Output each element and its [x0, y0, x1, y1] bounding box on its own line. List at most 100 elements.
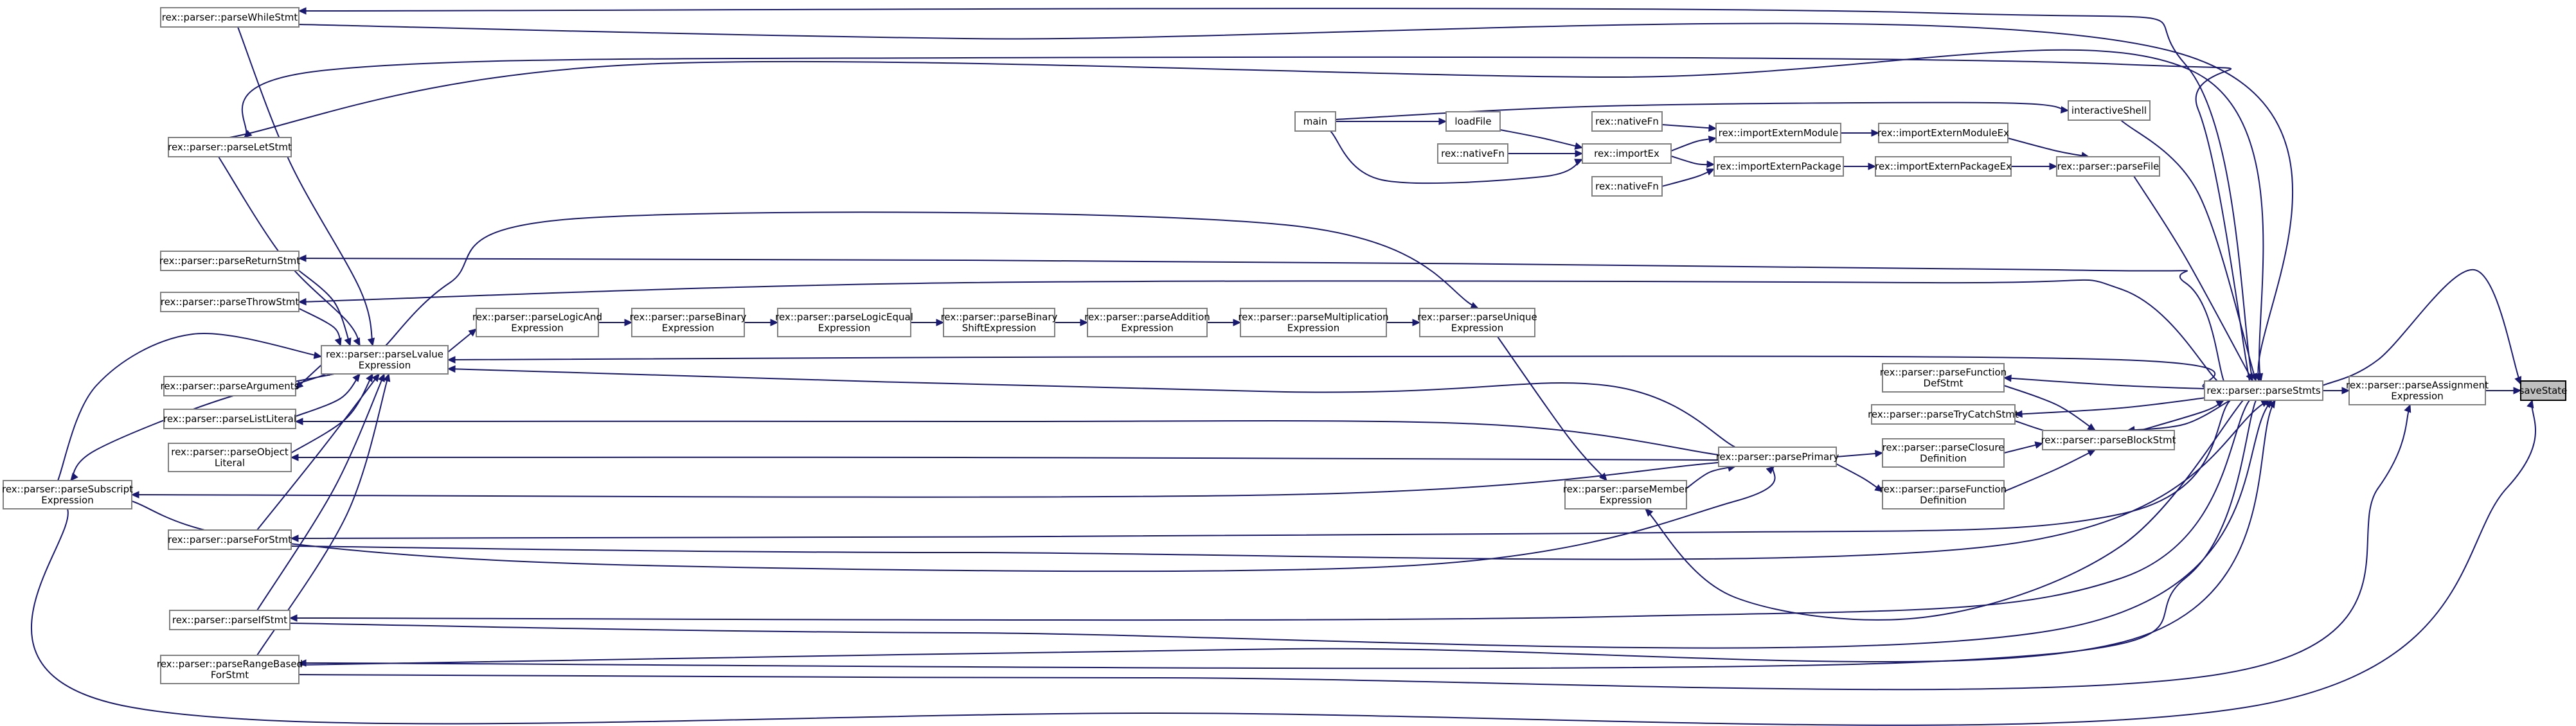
node-importExternPackageEx[interactable]: rex::importExternPackageEx [1875, 156, 2012, 177]
node-label: rex::parser::parseListLiteral [163, 413, 296, 425]
edge-parsePrimary-to-parseListLiteral [294, 418, 1719, 456]
node-parseReturnStmt[interactable]: rex::parser::parseReturnStmt [159, 251, 300, 271]
node-nativeFn3[interactable]: rex::nativeFn [1591, 176, 1663, 197]
node-label: rex::nativeFn [1595, 181, 1659, 192]
node-box [1713, 156, 1844, 177]
node-parseArguments[interactable]: rex::parser::parseArguments [161, 376, 300, 396]
node-parseThrowStmt[interactable]: rex::parser::parseThrowStmt [160, 292, 300, 312]
node-parseIfStmt[interactable]: rex::parser::parseIfStmt [169, 610, 291, 630]
edge-line [447, 355, 2216, 388]
arrowhead-icon [1766, 466, 1775, 474]
arrowhead-icon [289, 614, 298, 622]
edge-line [298, 258, 2224, 382]
edge-line [2322, 269, 2521, 386]
edge-parseForStmt-to-parseLvalueExpression [256, 373, 380, 531]
edge-importExternPackageEx-to-parseFile [2011, 163, 2058, 170]
node-main[interactable]: main [1294, 111, 1336, 132]
node-parseFile[interactable]: rex::parser::parseFile [2056, 156, 2160, 177]
node-parseTryCatchStmt[interactable]: rex::parser::parseTryCatchStmt [1868, 404, 2019, 425]
edge-loadFile-to-importEx [1499, 129, 1584, 150]
node-label: rex::parser::parseSubscript [2, 484, 133, 495]
arrowhead-icon [130, 491, 139, 499]
node-label: ForStmt [211, 669, 249, 681]
edge-parseLetStmt-to-parseStmts [229, 49, 2264, 382]
edge-line [229, 49, 2264, 382]
edge-parseStmts-to-parseFunctionDefStmt [2003, 374, 2224, 390]
node-loadFile[interactable]: loadFile [1445, 111, 1501, 132]
node-importExternModule[interactable]: rex::importExternModule [1715, 123, 1841, 143]
edge-line [2014, 396, 2212, 415]
arrowhead-icon [2049, 163, 2058, 170]
edge-line [295, 420, 1719, 456]
node-interactiveShell[interactable]: interactiveShell [2068, 100, 2151, 121]
node-label: rex::nativeFn [1595, 116, 1659, 127]
node-label: Expression [359, 360, 411, 371]
node-label: Expression [41, 495, 93, 506]
edge-parseAssignment-to-saveState [2485, 387, 2522, 394]
node-label: Definition [1920, 495, 1967, 506]
edge-parseIfStmt-to-parseLvalueExpression [256, 373, 385, 611]
node-importExternPackage[interactable]: rex::importExternPackage [1713, 156, 1844, 177]
node-parseBlockStmt[interactable]: rex::parser::parseBlockStmt [2041, 430, 2176, 450]
node-box [2348, 376, 2486, 405]
node-parseForStmt[interactable]: rex::parser::parseForStmt [168, 529, 292, 550]
node-box [1591, 176, 1663, 197]
node-saveState[interactable]: saveState [2519, 380, 2568, 401]
node-parseMultiplicationExpression[interactable]: rex::parser::parseMultiplicationExpressi… [1238, 308, 1389, 337]
node-parsePrimary[interactable]: rex::parser::parsePrimary [1716, 447, 1839, 467]
node-label: rex::parser::parseBinary [941, 312, 1058, 323]
edge-line [1836, 452, 1883, 457]
arrowhead-icon [2003, 374, 2012, 382]
arrowhead-icon [1708, 124, 1717, 132]
node-box [160, 655, 300, 684]
node-box [163, 376, 296, 396]
node-box [2068, 100, 2151, 121]
node-label: Expression [2391, 391, 2443, 402]
edge-nativeFn2-to-importEx [1508, 150, 1584, 157]
node-label: rex::parser::parseUnique [1417, 312, 1537, 323]
node-importExternModuleEx[interactable]: rex::importExternModuleEx [1877, 123, 2009, 143]
node-importEx[interactable]: rex::importEx [1582, 143, 1672, 164]
node-box [1715, 123, 1841, 143]
node-parseListLiteral[interactable]: rex::parser::parseListLiteral [163, 409, 296, 429]
node-box [1878, 123, 2008, 143]
node-box [777, 308, 911, 337]
node-label: rex::parser::parseReturnStmt [159, 255, 300, 267]
arrowhead-icon [447, 356, 456, 364]
node-label: Definition [1920, 453, 1967, 465]
node-box [1437, 143, 1508, 164]
edge-parsePrimary-to-parseFunctionDefinition [1836, 463, 1883, 492]
edge-line [1661, 124, 1717, 129]
edge-parsePrimary-to-parseObjectLiteral [290, 454, 1719, 461]
edge-line [298, 22, 2294, 382]
arrowhead-icon [352, 373, 361, 382]
edge-importExternModuleEx-to-parseFile [2007, 137, 2090, 159]
node-nativeFn1[interactable]: rex::nativeFn [1591, 111, 1663, 132]
node-label: rex::parser::parseClosure [1883, 442, 2005, 454]
node-parseStmts[interactable]: rex::parser::parseStmts [2204, 380, 2323, 401]
node-parseWhileStmt[interactable]: rex::parser::parseWhileStmt [160, 7, 300, 28]
edge-line [1836, 463, 1883, 492]
node-parseLetStmt[interactable]: rex::parser::parseLetStmt [168, 137, 292, 157]
edge-parseSubscriptExpression-to-saveState [30, 399, 2536, 726]
node-box [631, 308, 745, 337]
node-nativeFn2[interactable]: rex::nativeFn [1437, 143, 1508, 164]
arrowhead-icon [298, 7, 307, 15]
node-box [168, 137, 292, 157]
arrowhead-icon [298, 297, 307, 306]
